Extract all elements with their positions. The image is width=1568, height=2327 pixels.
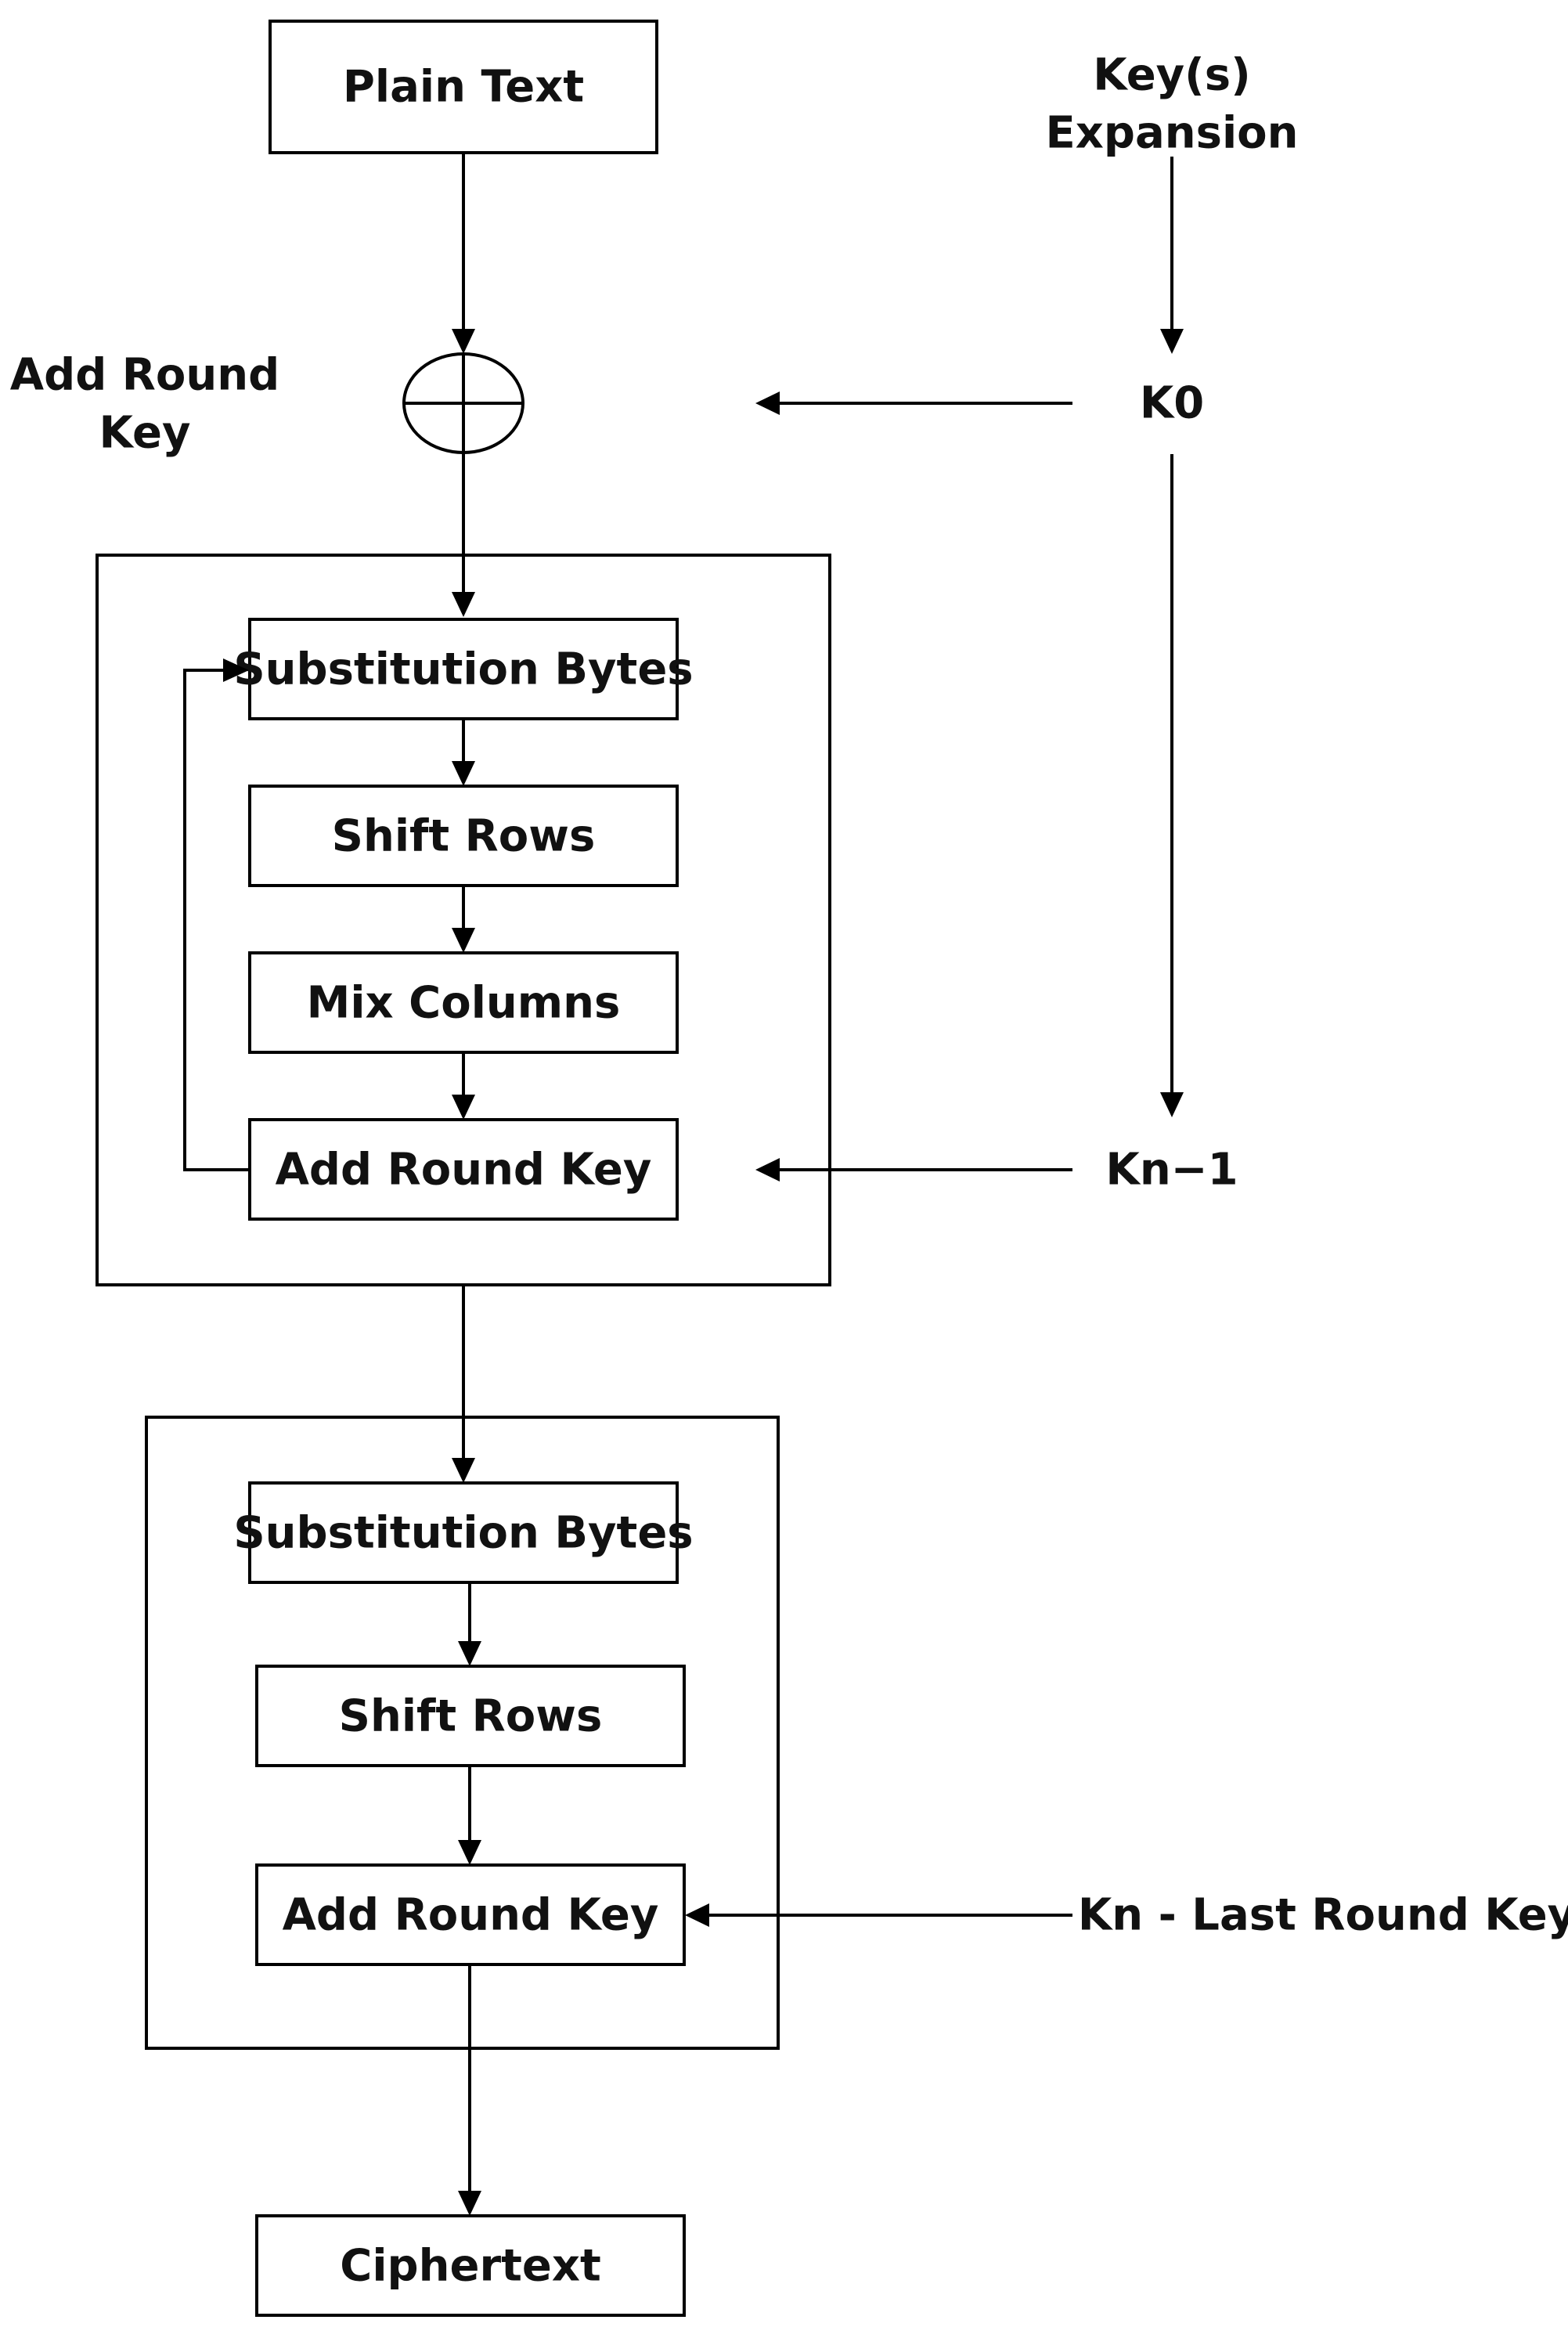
k0-to-kn-minus-1-arrowhead — [1160, 1092, 1184, 1117]
key-expansion-label-line2: Expansion — [1046, 108, 1299, 159]
kn-minus-1-label: Kn−1 — [1105, 1145, 1238, 1196]
final-substitution-bytes-box — [248, 1481, 679, 1584]
final-subbytes-to-shiftrows-arrowhead — [458, 1641, 481, 1666]
add-round-key-initial-label-line2: Key — [99, 408, 191, 459]
round-mix-columns-label: Mix Columns — [307, 978, 621, 1029]
kn-last-to-final-addroundkey-arrowhead — [685, 1903, 709, 1927]
round-add-round-key-label: Add Round Key — [276, 1145, 652, 1196]
final-to-ciphertext-arrowhead — [458, 2191, 481, 2216]
key-expansion-label-line1: Key(s) — [1093, 50, 1250, 101]
ciphertext-box — [255, 2214, 686, 2317]
plaintext-to-xor-arrowhead — [452, 329, 475, 354]
round-substitution-bytes-label: Substitution Bytes — [233, 644, 693, 695]
final-shift-rows-box — [255, 1665, 686, 1767]
plaintext-label: Plain Text — [343, 62, 584, 113]
k0-to-xor-arrowhead — [755, 391, 780, 415]
final-substitution-bytes-label: Substitution Bytes — [233, 1508, 693, 1559]
plaintext-box — [269, 20, 658, 154]
add-round-key-initial-label-line1: Add Round — [10, 350, 279, 401]
round-to-final-arrowhead — [452, 1458, 475, 1483]
round-loop-back-arrowhead — [223, 658, 249, 682]
round-shift-rows-box — [248, 785, 679, 887]
final-add-round-key-label: Add Round Key — [283, 1890, 659, 1941]
xor-to-round-arrowhead — [452, 592, 475, 617]
round-loop-back-arrow — [183, 669, 250, 1171]
round-substitution-bytes-box — [248, 618, 679, 720]
kn-minus-1-to-round-arrowhead — [755, 1158, 780, 1182]
round-subbytes-to-shiftrows-arrowhead — [452, 761, 475, 786]
ciphertext-label: Ciphertext — [340, 2241, 600, 2292]
final-round-frame — [145, 1416, 780, 2050]
round-mixcolumns-to-addroundkey-arrowhead — [452, 1095, 475, 1120]
round-shift-rows-label: Shift Rows — [332, 811, 596, 862]
k0-label: K0 — [1140, 378, 1204, 429]
final-shiftrows-to-addroundkey-arrowhead — [458, 1840, 481, 1865]
kn-last-round-key-label: Kn - Last Round Key — [1078, 1890, 1568, 1941]
final-shift-rows-label: Shift Rows — [339, 1691, 603, 1742]
key-expansion-to-k0-arrowhead — [1160, 329, 1184, 354]
final-add-round-key-box — [255, 1863, 686, 1966]
round-shiftrows-to-mixcolumns-arrowhead — [452, 928, 475, 953]
